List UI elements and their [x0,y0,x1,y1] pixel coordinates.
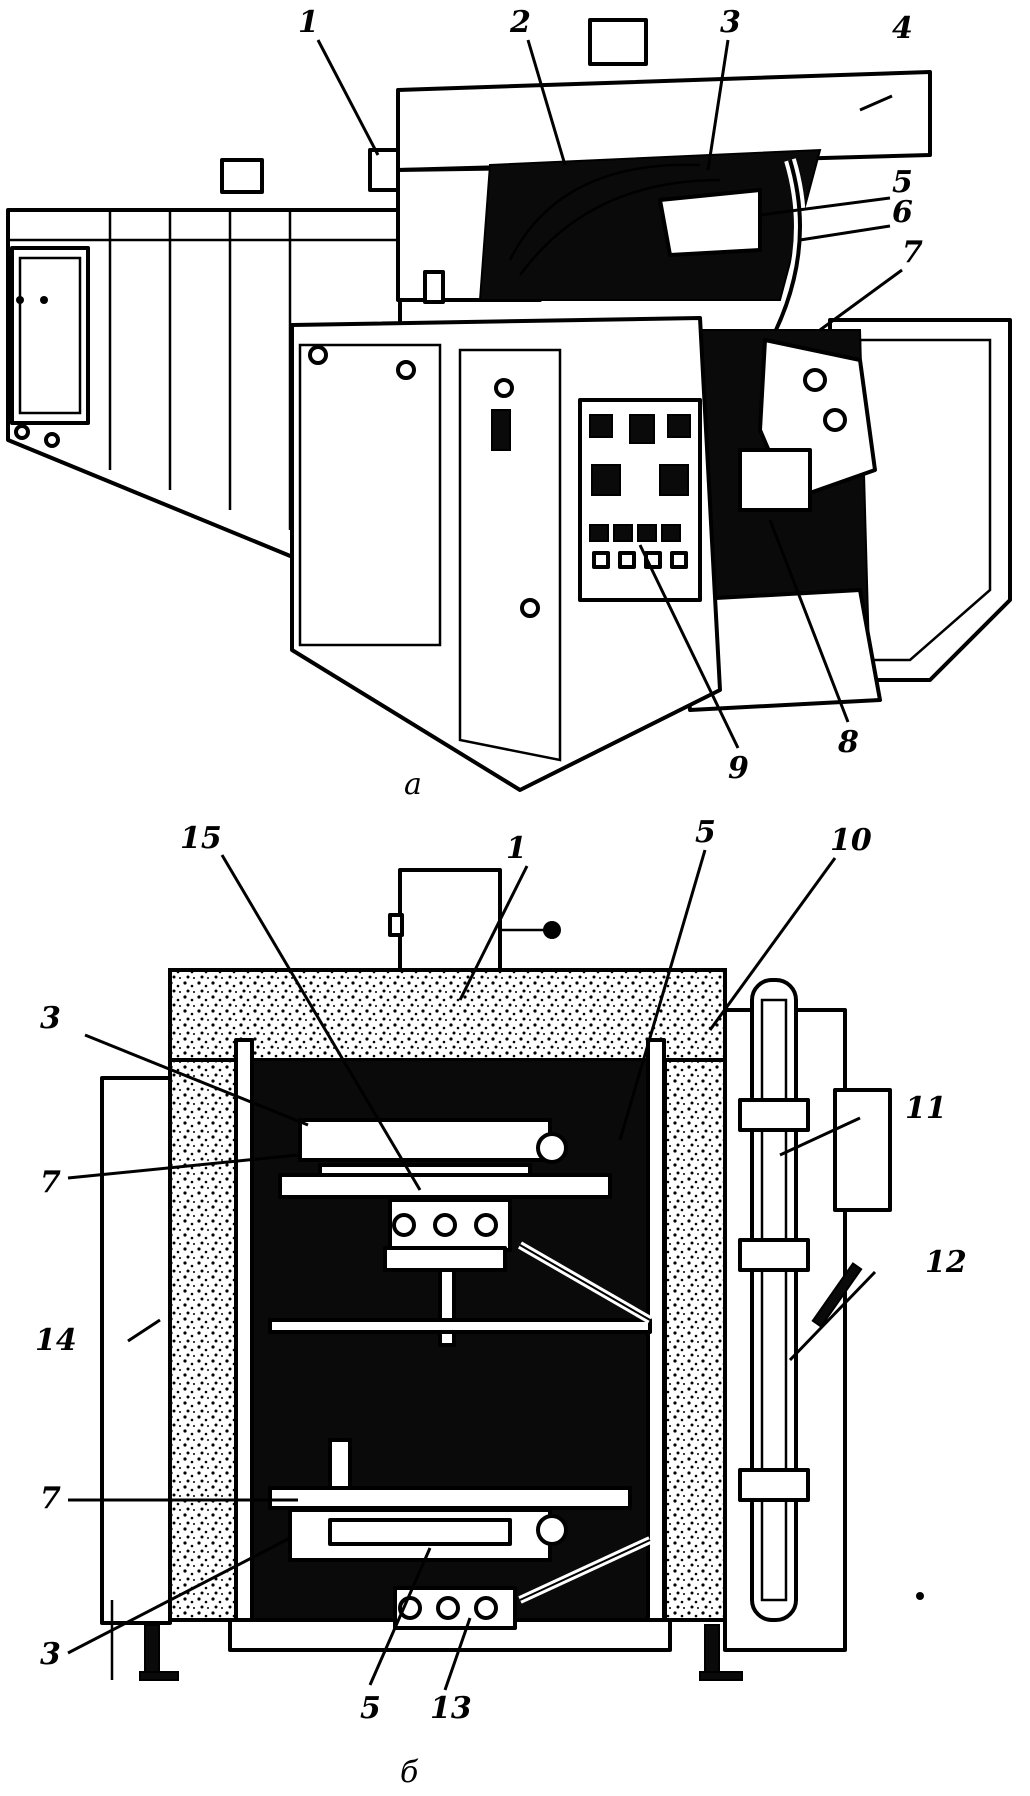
callout-b-15: 15 [180,821,222,856]
top-chimney [588,18,648,66]
insulation-right [663,1058,727,1622]
callout-a-6: 6 [892,195,913,230]
insulation-left [168,1058,242,1622]
tunnel-body [6,148,408,562]
callout-a-3: 3 [720,5,741,40]
front-door-mid [458,348,562,762]
oven-perspective-view: 1 2 3 4 5 6 7 9 8 а [6,5,1012,802]
callout-b-3-top: 3 [40,1001,61,1036]
side-panel-14 [100,1076,172,1625]
side-cabinet-door [10,246,90,425]
callout-a-8: 8 [837,725,859,760]
right-end-frame [678,318,1012,712]
callout-b-12: 12 [925,1245,967,1280]
exhaust-stack-rear [220,158,264,194]
control-cabinet [290,316,722,792]
insulation-top-10 [168,968,727,1062]
callout-b-10: 10 [830,823,872,858]
callout-b-13: 13 [430,1691,472,1726]
callout-a-9: 9 [728,751,749,786]
oven-cross-section: 15 1 5 10 3 7 11 12 14 7 3 5 13 б [35,815,967,1790]
handle [423,270,445,304]
hood [396,18,932,364]
callout-b-7-top: 7 [40,1165,61,1200]
callout-a-2: 2 [509,5,531,40]
chimney-1 [398,868,502,974]
callout-a-7: 7 [902,235,923,270]
caption-a: а [404,767,422,802]
callout-a-5: 5 [892,165,913,200]
callout-b-1: 1 [506,831,527,866]
gas-pipe-11 [723,978,892,1652]
lower-form-set [268,1438,652,1630]
front-door-left [298,343,442,647]
callout-b-5-top: 5 [695,815,716,850]
callout-b-7-bottom: 7 [40,1481,61,1516]
callout-a-1: 1 [298,5,319,40]
control-panel-9 [578,398,702,602]
callout-b-3-bottom: 3 [40,1637,61,1672]
box-5 [658,188,762,257]
callout-a-4: 4 [892,11,913,46]
upper-form-set [268,1118,652,1347]
callout-b-14: 14 [35,1323,77,1358]
caption-b: б [400,1755,419,1790]
callout-b-11: 11 [905,1091,947,1126]
callout-b-5-bottom: 5 [360,1691,381,1726]
